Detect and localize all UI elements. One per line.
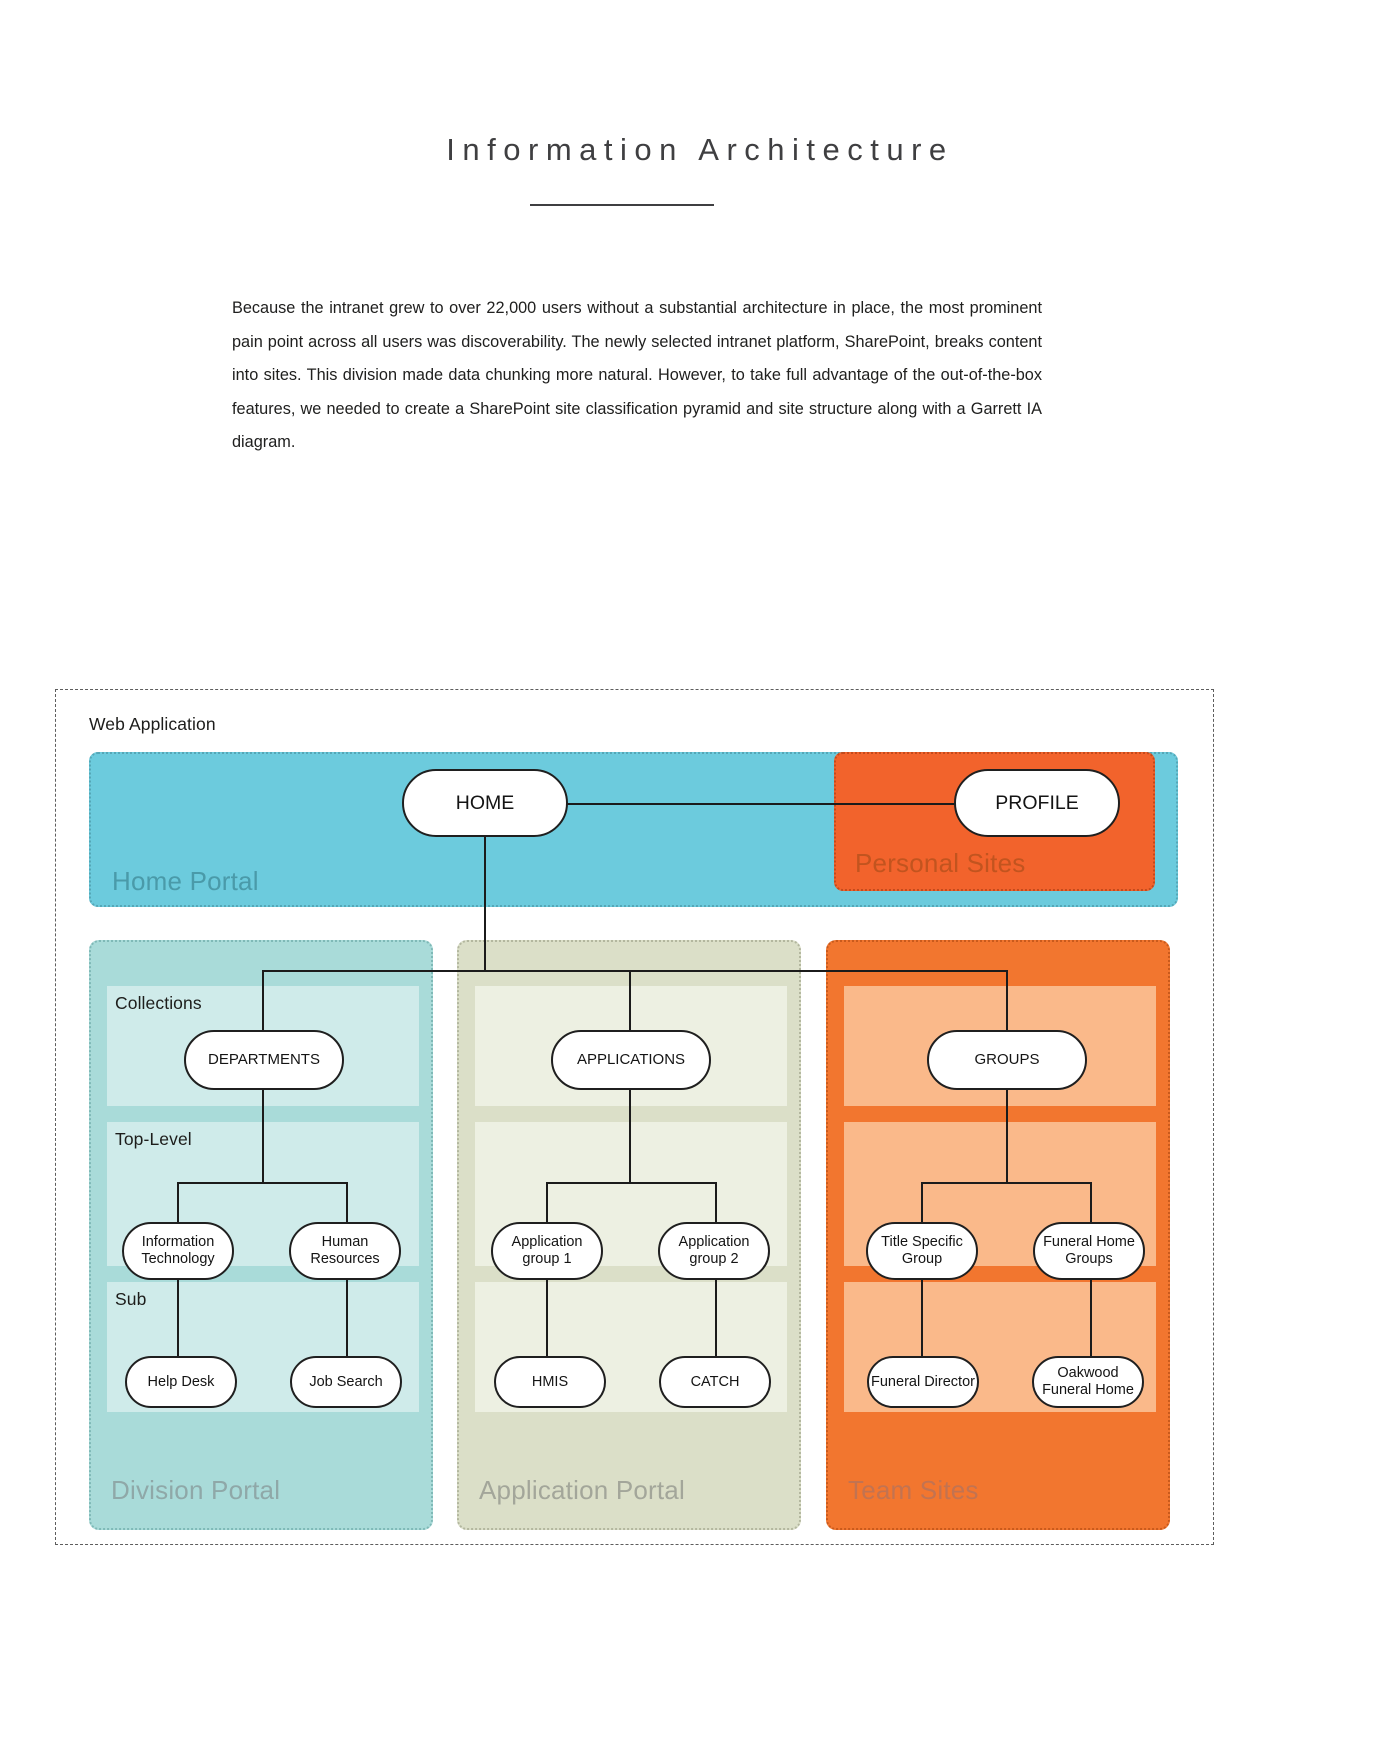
wire-team-groups-to-bus <box>1006 1090 1009 1184</box>
node-funeral-home-groups[interactable]: Funeral Home Groups <box>1033 1222 1145 1280</box>
wire-home-to-profile <box>566 803 956 806</box>
wire-team-title-to-director <box>921 1278 924 1358</box>
tier-label-collections: Collections <box>115 993 202 1013</box>
wire-app-drop-to-applications <box>629 970 632 1032</box>
wire-team-toplevel-bus <box>921 1182 1092 1185</box>
wire-distribution-bus <box>262 970 1008 973</box>
page-title: Information Architecture <box>446 132 954 167</box>
node-title-specific-group[interactable]: Title Specific Group <box>866 1222 978 1280</box>
application-portal-label: Application Portal <box>479 1475 685 1505</box>
title-divider <box>530 204 714 206</box>
division-portal-label: Division Portal <box>111 1475 281 1505</box>
home-portal-label: Home Portal <box>112 866 259 896</box>
wire-div-to-hr <box>346 1182 349 1224</box>
node-catch[interactable]: CATCH <box>659 1356 771 1408</box>
wire-div-hr-to-jobsearch <box>346 1278 349 1358</box>
node-application-group-2[interactable]: Application group 2 <box>658 1222 770 1280</box>
wire-team-to-funeral-home-groups <box>1090 1182 1093 1224</box>
intro-paragraph: Because the intranet grew to over 22,000… <box>232 299 1042 451</box>
wire-div-to-it <box>177 1182 180 1224</box>
node-human-resources[interactable]: Human Resources <box>289 1222 401 1280</box>
wire-app-group2-to-catch <box>715 1278 718 1358</box>
node-applications[interactable]: APPLICATIONS <box>551 1030 711 1090</box>
node-home[interactable]: HOME <box>402 769 568 837</box>
node-oakwood-funeral-home[interactable]: Oakwood Funeral Home <box>1032 1356 1144 1408</box>
tier-label-sub: Sub <box>115 1289 147 1309</box>
wire-app-group1-to-hmis <box>546 1278 549 1358</box>
node-funeral-director[interactable]: Funeral Director <box>867 1356 979 1408</box>
node-information-technology[interactable]: Information Technology <box>122 1222 234 1280</box>
wire-div-drop-to-departments <box>262 970 265 1032</box>
wire-app-to-group1 <box>546 1182 549 1224</box>
node-hmis[interactable]: HMIS <box>494 1356 606 1408</box>
wire-home-trunk <box>484 837 487 972</box>
wire-div-departments-to-bus <box>262 1090 265 1184</box>
ia-diagram: Web Application Home Portal Personal Sit… <box>55 689 1214 1545</box>
wire-app-to-group2 <box>715 1182 718 1224</box>
node-groups[interactable]: GROUPS <box>927 1030 1087 1090</box>
team-sites-label: Team Sites <box>848 1475 979 1505</box>
node-help-desk[interactable]: Help Desk <box>125 1356 237 1408</box>
wire-app-toplevel-bus <box>546 1182 717 1185</box>
node-job-search[interactable]: Job Search <box>290 1356 402 1408</box>
node-profile[interactable]: PROFILE <box>954 769 1120 837</box>
tier-label-top-level: Top-Level <box>115 1129 192 1149</box>
wire-app-applications-to-bus <box>629 1090 632 1184</box>
node-departments[interactable]: DEPARTMENTS <box>184 1030 344 1090</box>
node-application-group-1[interactable]: Application group 1 <box>491 1222 603 1280</box>
wire-team-groups-to-oakwood <box>1090 1278 1093 1358</box>
personal-sites-label: Personal Sites <box>855 848 1026 878</box>
web-application-label: Web Application <box>89 714 216 734</box>
wire-team-drop-to-groups <box>1006 970 1009 1032</box>
wire-div-toplevel-bus <box>177 1182 348 1185</box>
wire-team-to-title-specific <box>921 1182 924 1224</box>
wire-div-it-to-helpdesk <box>177 1278 180 1358</box>
